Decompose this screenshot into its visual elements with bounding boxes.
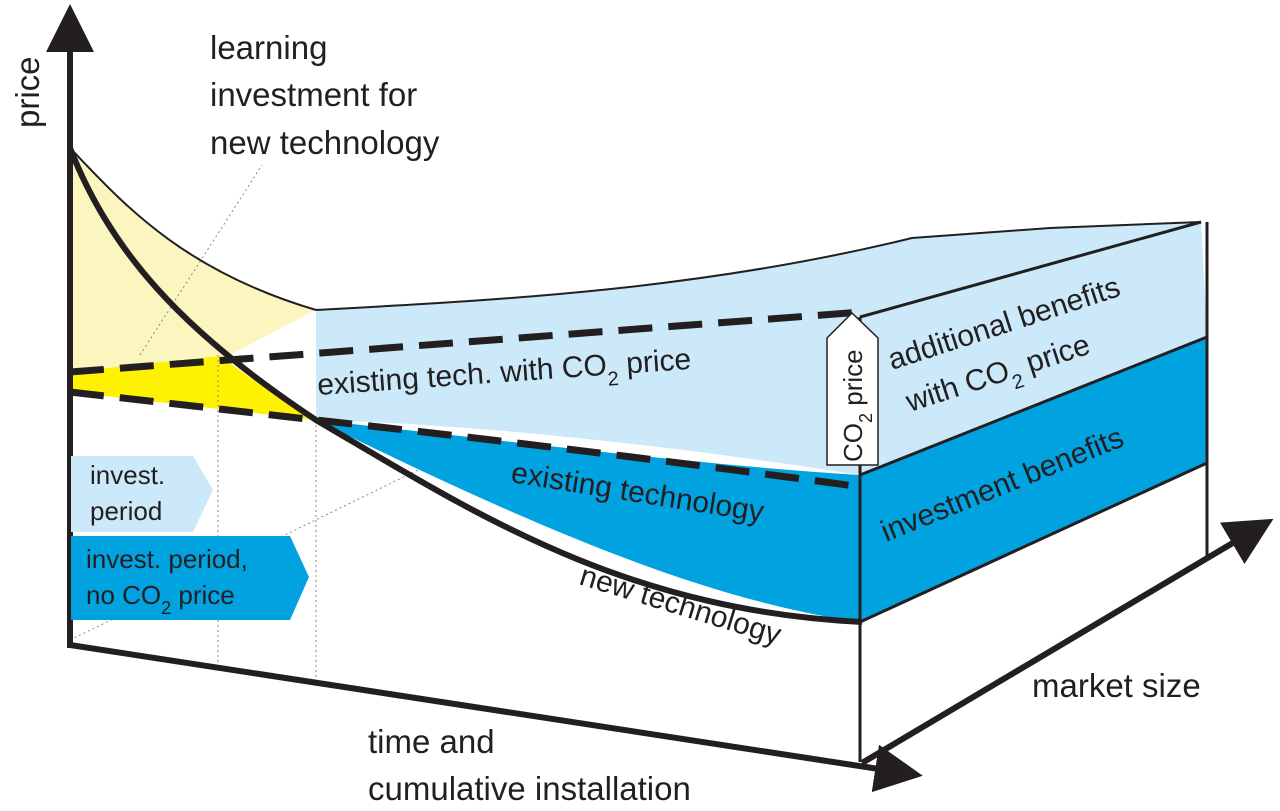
learning-upper-edge [69,147,317,311]
co2-price-arrow-label: CO2 price [838,349,876,462]
invest-period-no-co2-label-2: no CO2 price [86,580,235,618]
invest-period-no-co2-tag [71,536,309,620]
learning-investment-region [70,148,316,372]
box-edges [858,220,1209,762]
invest-period-tag [71,456,213,532]
invest-period-label-2: period [90,496,162,526]
co2-price-arrow [826,311,879,466]
new-technology-curve [67,146,863,625]
price-axis-label: price [9,56,46,128]
time-axis-label-2: cumulative installation [368,770,691,807]
additional-benefits-face [860,222,1207,475]
investment-benefits-face [860,337,1207,622]
time-axis-label-1: time and [368,723,495,760]
market-size-axis [860,518,1274,766]
learning-label-3: new technology [210,124,440,161]
existing-tech-co2-line [69,308,863,376]
market-size-label: market size [1032,667,1201,704]
time-axis [69,642,923,793]
learning-label-2: investment for [210,76,417,113]
invest-period-no-co2-label-1: invest. period, [86,544,248,574]
existing-technology-line [69,388,863,491]
box-top-edge [315,221,1202,311]
box-right-face [862,463,1207,762]
co2-learning-region [70,356,316,420]
learning-label-1: learning [210,29,327,66]
invest-period-label-1: invest. [90,460,165,490]
